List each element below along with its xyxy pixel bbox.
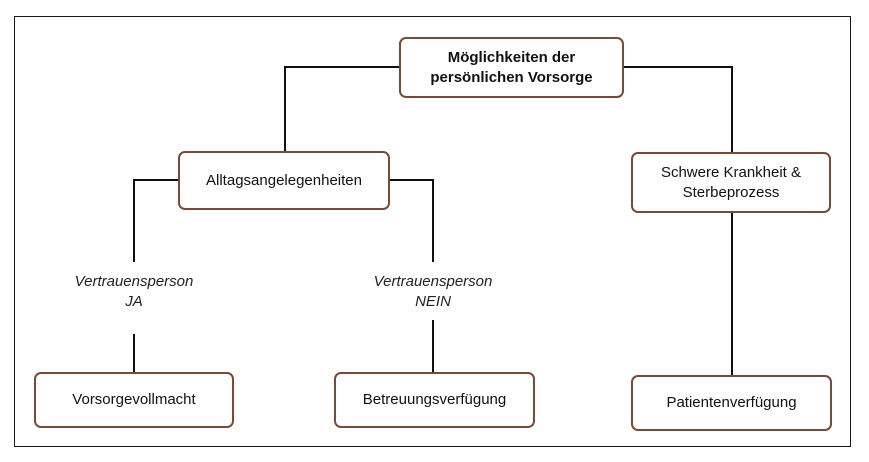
connector-root-daily [284,66,401,153]
node-root-label: Möglichkeiten der persönlichen Vorsorge [430,48,593,86]
connector-daily-left [133,179,180,262]
node-alltagsangelegenheiten: Alltagsangelegenheiten [178,151,390,210]
node-daily-label: Alltagsangelegenheiten [206,171,362,189]
node-root-vorsorge: Möglichkeiten der persönlichen Vorsorge [399,37,624,98]
connector-daily-right [388,179,434,262]
node-patientenverfuegung: Patientenverfügung [631,375,832,431]
node-illness-label: Schwere Krankheit & Sterbeprozess [660,163,802,201]
node-poa-label: Vorsorgevollmacht [72,391,196,408]
edge-label-vertrauensperson-ja: Vertrauensperson JA [74,273,194,310]
node-patient-label: Patientenverfügung [666,394,797,411]
edge-label-vertrauensperson-nein: Vertrauensperson NEIN [373,273,493,310]
node-care-label: Betreuungsverfügung [362,391,507,408]
diagram-frame [14,16,851,447]
node-schwere-krankheit: Schwere Krankheit & Sterbeprozess [631,152,831,213]
node-vorsorgevollmacht: Vorsorgevollmacht [34,372,234,428]
node-betreuungsverfuegung: Betreuungsverfügung [334,372,535,428]
connector-root-illness [622,66,733,154]
